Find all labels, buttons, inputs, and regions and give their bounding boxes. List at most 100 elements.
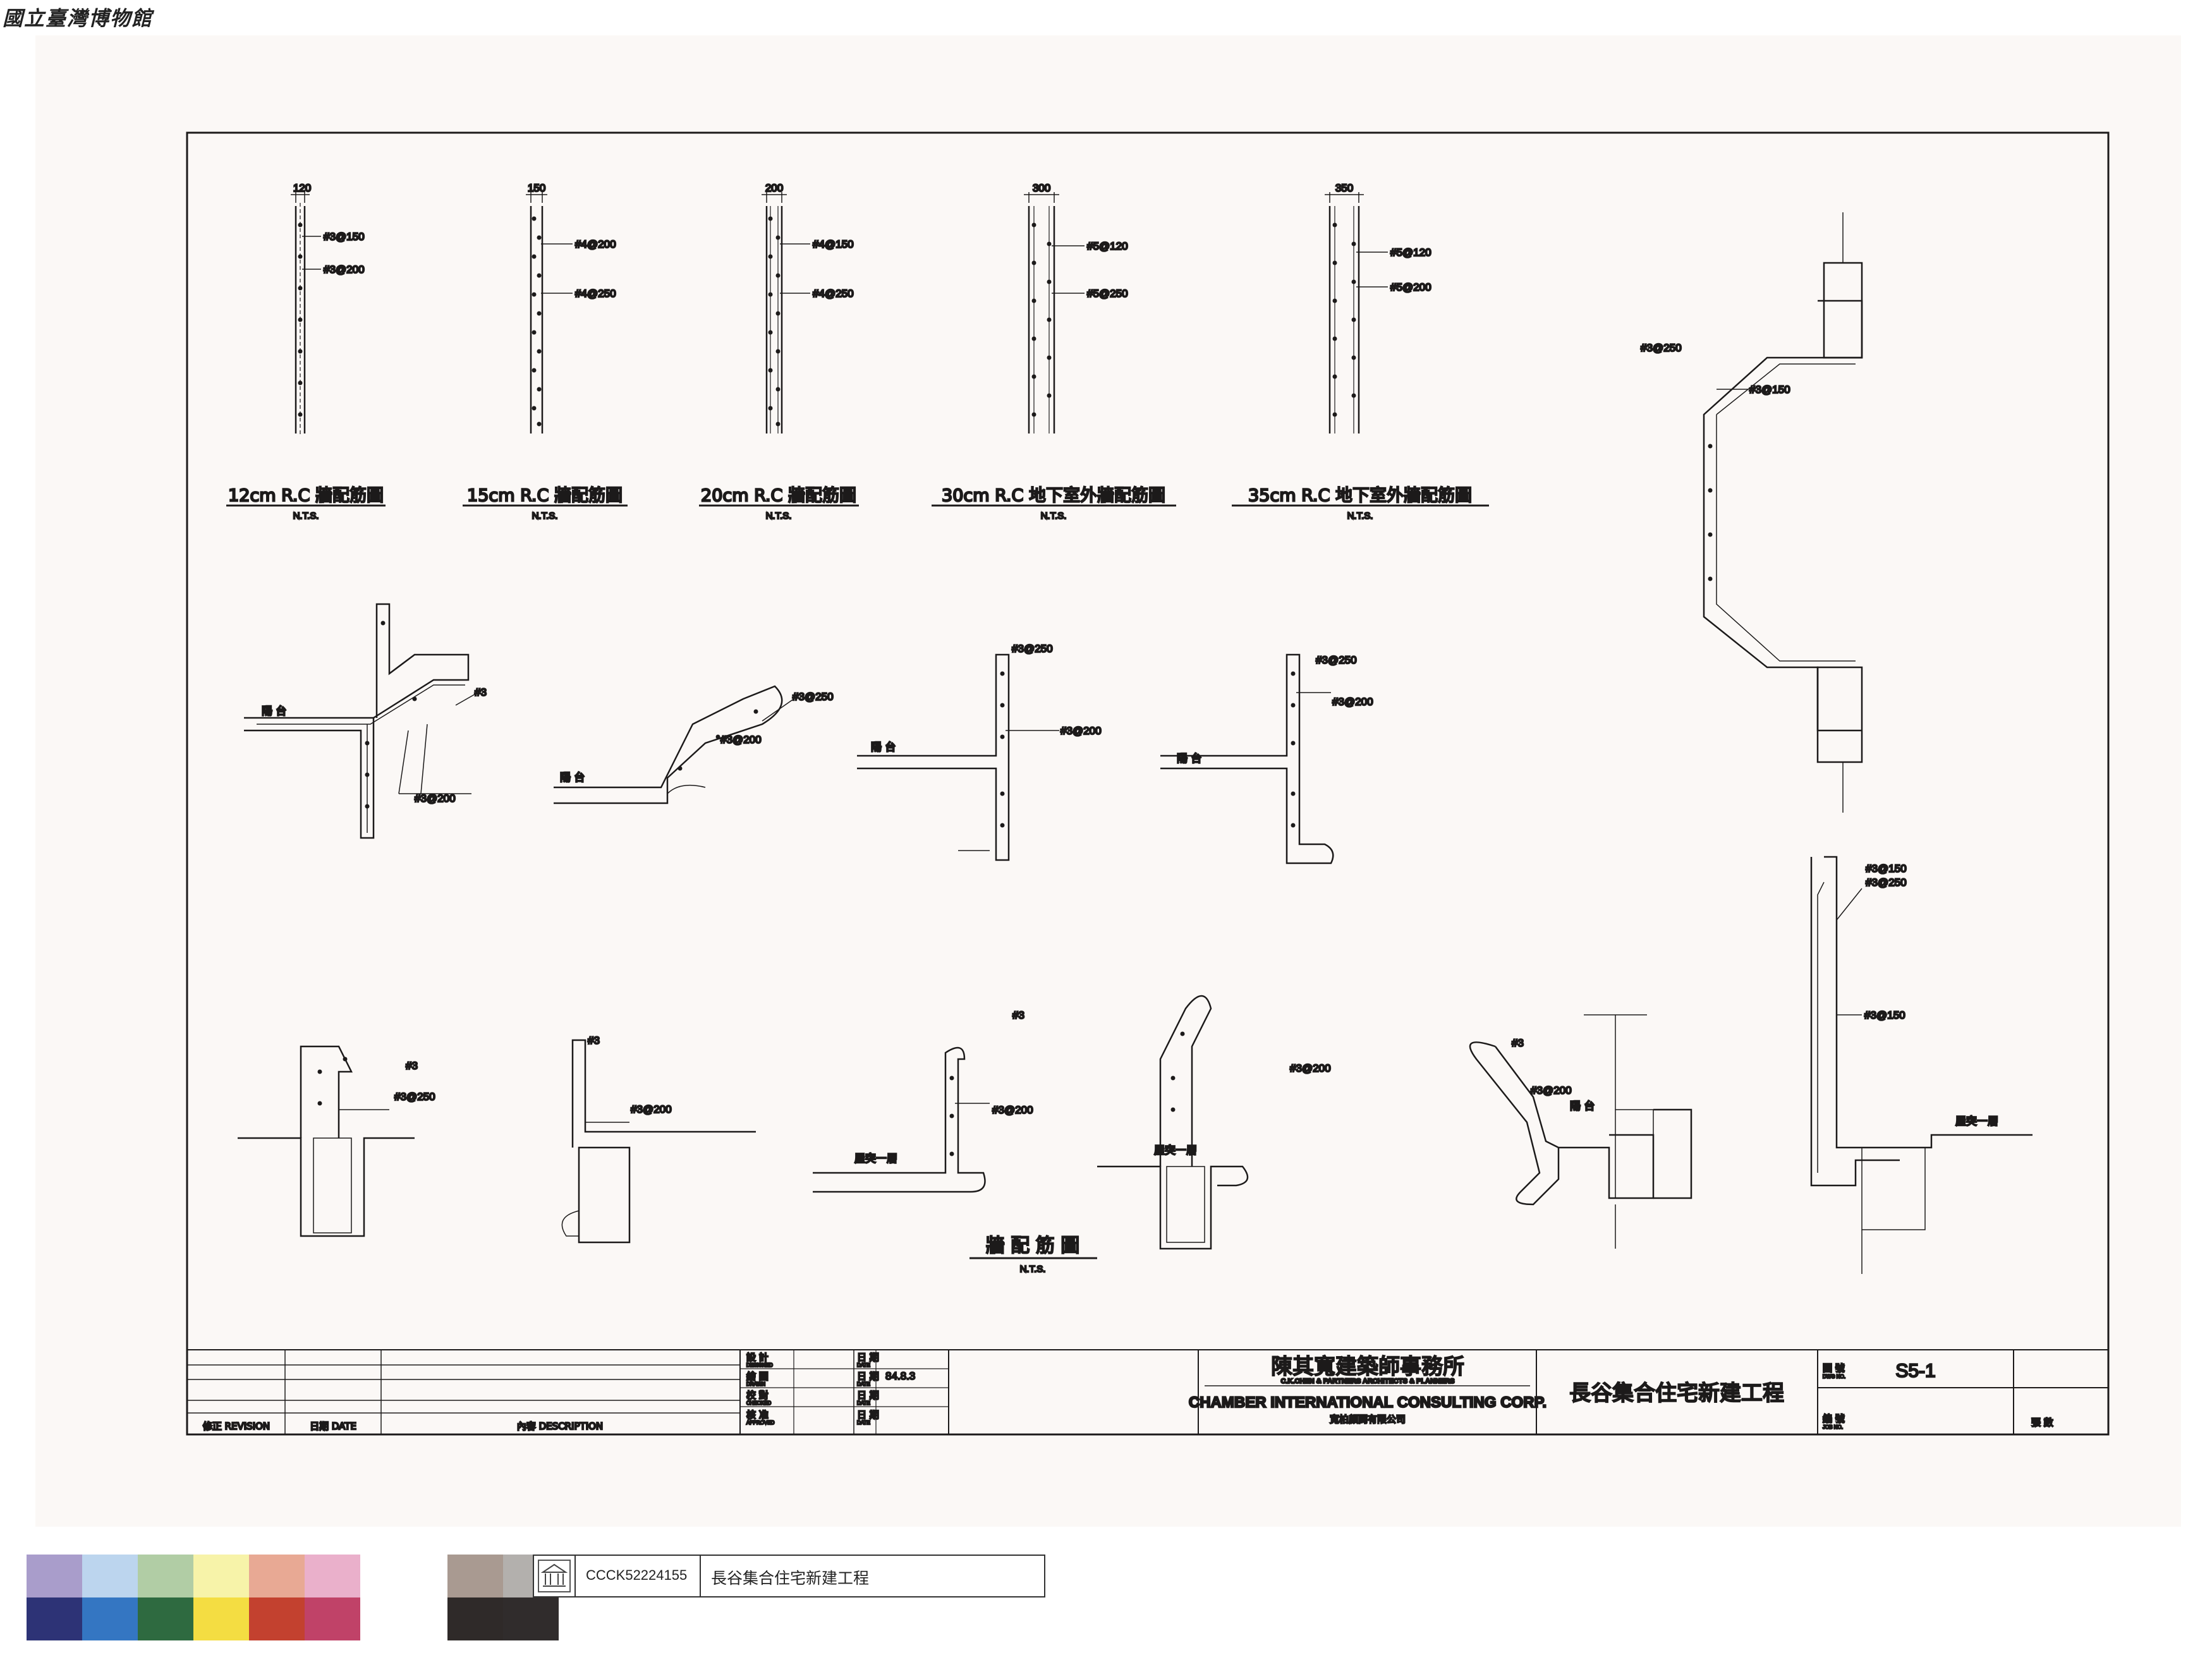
main-title: 牆 配 筋 圖 — [986, 1235, 1080, 1257]
annotation-bar: #3 — [406, 1060, 418, 1072]
tb-checked-en: CHECKED — [746, 1400, 771, 1406]
drawing-border — [186, 131, 2110, 1436]
dim-label: 120 — [293, 182, 311, 194]
tb-corp-zh: 寬柏顧問有限公司 — [1330, 1414, 1406, 1425]
tall-section-detail — [1703, 212, 1863, 813]
color-swatch — [82, 1555, 138, 1597]
tb-date-value: 84.8.3 — [885, 1370, 915, 1382]
rebar-label: #3@150 — [324, 231, 365, 243]
scale-label: N.T.S. — [1041, 511, 1067, 521]
color-swatch — [249, 1555, 305, 1597]
tb-dwg-no-label: 圖 號 — [1823, 1362, 1845, 1374]
color-swatch — [360, 1555, 416, 1597]
annotation-bar: #3@200 — [631, 1103, 672, 1115]
label-separator — [574, 1556, 576, 1596]
wall-detail-12cm — [291, 192, 321, 437]
dim-label: 350 — [1335, 182, 1353, 194]
title-block — [187, 1349, 2108, 1434]
drawing-sheet: 120 150 200 300 350 #3@150 #3@200 #4@200… — [35, 35, 2181, 1527]
annotation-bar: #3@200 — [1290, 1062, 1331, 1074]
roof-parapet-detail — [1810, 856, 2033, 1274]
tb-date-en: DATE — [857, 1362, 870, 1368]
museum-watermark: 國立臺灣博物館 — [3, 6, 154, 30]
rebar-label: #4@250 — [813, 288, 854, 300]
detail-title: 35cm R.C 地下室外牆配筋圖 — [1248, 486, 1472, 506]
rebar-label: #4@200 — [575, 238, 616, 250]
label-separator — [700, 1556, 701, 1596]
detail-title: 12cm R.C 牆配筋圖 — [228, 486, 384, 506]
color-swatch — [27, 1597, 82, 1640]
balcony-detail-4 — [1160, 653, 1334, 864]
wall-detail-15cm — [526, 192, 573, 433]
annotation-bar: #3@250 — [1012, 643, 1053, 655]
scale-label: N.T.S. — [1347, 511, 1373, 521]
tb-date-col: 日期 DATE — [310, 1421, 356, 1432]
parapet-detail-1 — [238, 1045, 415, 1237]
annotation-bar: #3 — [475, 686, 487, 698]
annotation-bar: #3@200 — [415, 792, 456, 804]
museum-building-icon — [538, 1560, 571, 1592]
rebar-label: #4@250 — [575, 288, 616, 300]
annotation-balcony: 陽 台 — [262, 705, 286, 718]
annotation-roof: 屋突一層 — [854, 1153, 897, 1165]
tb-date: 日 期 — [857, 1390, 879, 1401]
annotation-bar: #3@200 — [1332, 696, 1373, 708]
archive-label: CCCK52224155 長谷集合住宅新建工程 — [533, 1555, 1045, 1597]
annotation-roof: 屋突一層 — [1955, 1115, 1998, 1128]
rebar-label: #3@200 — [324, 264, 365, 276]
tb-approved-en: APPROVED — [746, 1420, 775, 1426]
tb-revision: 修正 REVISION — [203, 1421, 270, 1432]
annotation-bar: #3@250 — [793, 691, 834, 703]
tb-sheets-label: 張 數 — [2031, 1417, 2053, 1428]
annotation-bar: #3@200 — [720, 734, 762, 746]
main-scale: N.T.S. — [1020, 1264, 1046, 1275]
annotation-bar: #3@250 — [1641, 342, 1682, 354]
scale-label: N.T.S. — [532, 511, 558, 521]
tb-project: 長谷集合住宅新建工程 — [1569, 1381, 1784, 1406]
tb-date-en: DATE — [857, 1420, 870, 1426]
wall-detail-35cm — [1325, 192, 1388, 433]
annotation-balcony: 陽 台 — [1570, 1100, 1595, 1113]
parapet-detail-4 — [1097, 995, 1249, 1250]
scale-label: N.T.S. — [766, 511, 792, 521]
dim-label: 150 — [528, 182, 545, 194]
tb-date-en: DATE — [857, 1400, 870, 1406]
balcony-detail-1 — [244, 603, 478, 839]
tb-job-no-label: 編 號 — [1823, 1413, 1845, 1424]
annotation-bar: #3 — [588, 1034, 600, 1046]
archive-name: 長谷集合住宅新建工程 — [711, 1569, 870, 1587]
color-swatch — [193, 1555, 249, 1597]
annotation-bar: #3 — [1512, 1037, 1524, 1049]
annotation-bar: #3@200 — [992, 1104, 1033, 1116]
annotation-roof: 屋突一層 — [1154, 1144, 1197, 1157]
tb-dwg-no-en: DWG NO. — [1823, 1374, 1845, 1379]
balcony-beam-detail — [1469, 1014, 1692, 1249]
tb-date: 日 期 — [857, 1352, 879, 1363]
dim-label: 300 — [1033, 182, 1050, 194]
rebar-label: #5@120 — [1087, 240, 1128, 252]
color-swatch — [27, 1555, 82, 1597]
dim-label: 200 — [765, 182, 783, 194]
drawing-svg: 120 150 200 300 350 #3@150 #3@200 #4@200… — [186, 131, 2110, 1436]
tb-approved: 核 准 — [746, 1409, 769, 1421]
tb-corp-en: CHAMBER INTERNATIONAL CONSULTING CORP. — [1189, 1394, 1547, 1411]
rebar-label: #5@200 — [1390, 281, 1431, 293]
annotation-bar: #3@150 — [1749, 384, 1790, 396]
tb-description: 內容 DESCRIPTION — [517, 1421, 603, 1432]
annotation-bar: #3@250 — [1866, 876, 1907, 888]
detail-title: 30cm R.C 地下室外牆配筋圖 — [942, 486, 1165, 506]
tb-dwg-no: S5-1 — [1895, 1361, 1935, 1381]
annotation-bar: #3@200 — [1060, 725, 1102, 737]
tb-checked: 校 對 — [746, 1390, 769, 1401]
parapet-detail-2 — [561, 1039, 756, 1244]
color-swatch — [447, 1555, 503, 1597]
tb-date: 日 期 — [857, 1409, 879, 1421]
annotation-bar: #3@250 — [394, 1091, 435, 1103]
annotation-bar: #3 — [1012, 1009, 1024, 1021]
annotation-bar: #3@150 — [1864, 1009, 1905, 1021]
color-swatch — [503, 1597, 559, 1640]
annotation-bar: #3@200 — [1531, 1084, 1572, 1096]
tb-firm-en: C.K.CHEN & PARTNERS ARCHITECTS & PLANNER… — [1280, 1378, 1454, 1385]
color-swatch — [138, 1555, 193, 1597]
color-swatch — [249, 1597, 305, 1640]
